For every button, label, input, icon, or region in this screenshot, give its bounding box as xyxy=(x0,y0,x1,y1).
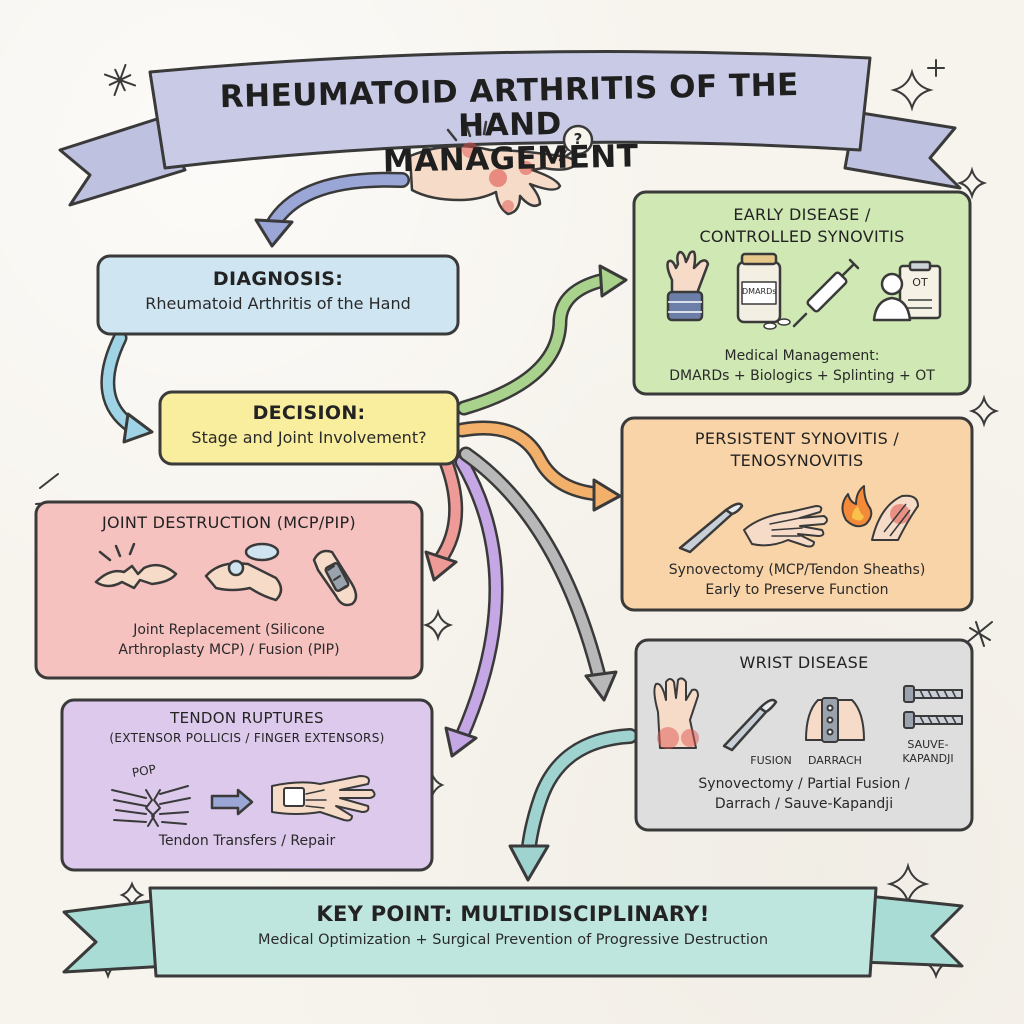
joint-destruction-text: JOINT DESTRUCTION (MCP/PIP) Joint Replac… xyxy=(36,502,422,678)
broken-bone-icon xyxy=(94,542,178,590)
sparkle-icon xyxy=(890,68,934,112)
diagnosis-text: DIAGNOSIS: Rheumatoid Arthritis of the H… xyxy=(98,256,458,334)
sparkle-icon xyxy=(103,63,137,97)
key-point-heading: KEY POINT: MULTIDISCIPLINARY! xyxy=(316,902,710,926)
wrist-disease-text: WRIST DISEASE Synovectomy / Partial Fusi… xyxy=(636,640,972,830)
decision-body: Stage and Joint Involvement? xyxy=(191,428,427,447)
wrist-inflammation-icon xyxy=(653,677,699,749)
joint-destruction-body-1: Joint Replacement (Silicone xyxy=(133,622,325,638)
tendon-ruptures-text: TENDON RUPTURES (EXTENSOR POLLICIS / FIN… xyxy=(62,700,432,870)
early-disease-box xyxy=(632,190,972,396)
hand-xray-icon xyxy=(743,505,828,548)
persistent-synovitis-body-1: Synovectomy (MCP/Tendon Sheaths) xyxy=(668,562,926,578)
sauve-label-line-1: SAUVE- xyxy=(907,738,949,751)
right-arrow-icon xyxy=(210,788,254,816)
tendon-ruptures-heading-2: (EXTENSOR POLLICIS / FINGER EXTENSORS) xyxy=(109,731,385,745)
tendon-repair-hand-icon xyxy=(271,775,376,822)
darrach-label: DARRACH xyxy=(808,754,862,767)
decision-text: DECISION: Stage and Joint Involvement? xyxy=(160,392,458,464)
fusion-label: FUSION xyxy=(750,754,792,767)
early-disease-heading-2: CONTROLLED SYNOVITIS xyxy=(699,227,905,246)
wrist-splint-icon xyxy=(666,250,710,322)
sparkle-icon xyxy=(927,59,945,77)
diagnosis-box xyxy=(96,254,460,336)
wrist-disease-heading: WRIST DISEASE xyxy=(739,653,869,672)
tendon-ruptures-box xyxy=(60,698,434,872)
silicone-implant-icon xyxy=(204,542,283,602)
decision-heading: DECISION: xyxy=(252,402,366,424)
syringe-icon xyxy=(792,258,860,328)
sparkle-icon xyxy=(422,608,454,642)
early-disease-text: EARLY DISEASE / CONTROLLED SYNOVITIS Med… xyxy=(634,192,970,394)
title-ribbon xyxy=(58,50,962,207)
inflamed-wrist-icon xyxy=(871,494,919,541)
early-disease-heading-1: EARLY DISEASE / xyxy=(733,205,871,224)
tendon-ruptures-body: Tendon Transfers / Repair xyxy=(158,833,336,849)
wrist-disease-box xyxy=(634,638,974,832)
joint-destruction-heading: JOINT DESTRUCTION (MCP/PIP) xyxy=(102,513,356,532)
sparkle-icon xyxy=(886,862,930,906)
flame-icon xyxy=(841,485,873,528)
persistent-synovitis-text: PERSISTENT SYNOVITIS / TENOSYNOVITIS Syn… xyxy=(622,418,972,610)
ot-clipboard-label: OT xyxy=(912,276,928,289)
diagnosis-body: Rheumatoid Arthritis of the Hand xyxy=(145,294,411,313)
screw-icon xyxy=(903,685,963,703)
screw-icon xyxy=(903,711,963,729)
arrow-to-early-disease xyxy=(456,272,612,416)
joint-destruction-body-2: Arthroplasty MCP) / Fusion (PIP) xyxy=(118,642,340,658)
dmards-bottle-icon xyxy=(736,252,791,330)
scalpel-icon xyxy=(678,502,744,554)
early-disease-body-1: Medical Management: xyxy=(724,348,880,364)
wrist-disease-body-2: Darrach / Sauve-Kapandji xyxy=(714,796,894,812)
question-mark-label: ? xyxy=(573,130,583,148)
tendon-ruptures-heading-1: TENDON RUPTURES xyxy=(170,709,324,727)
diagnosis-heading: DIAGNOSIS: xyxy=(212,268,344,290)
key-point-ribbon xyxy=(62,886,964,978)
dmards-bottle-label: DMARDs xyxy=(742,287,777,296)
persistent-synovitis-body-2: Early to Preserve Function xyxy=(705,582,889,598)
early-disease-body-2: DMARDs + Biologics + Splinting + OT xyxy=(669,368,935,384)
arthritic-hand-icon xyxy=(408,120,576,216)
decision-box xyxy=(158,390,460,466)
key-point-text: KEY POINT: MULTIDISCIPLINARY! Medical Op… xyxy=(150,888,876,976)
persistent-synovitis-heading-1: PERSISTENT SYNOVITIS / xyxy=(694,429,900,448)
torn-tendon-icon xyxy=(111,785,191,827)
question-bubble-icon xyxy=(558,124,594,162)
scalpel-icon xyxy=(722,698,778,752)
key-point-body: Medical Optimization + Surgical Preventi… xyxy=(257,932,769,948)
wrist-disease-body-1: Synovectomy / Partial Fusion / xyxy=(698,776,910,792)
sauve-kapandji-label: SAUVE- KAPANDJI xyxy=(888,738,968,766)
sparkle-icon xyxy=(956,166,988,200)
persistent-synovitis-heading-2: TENOSYNOVITIS xyxy=(730,451,864,470)
fused-finger-icon xyxy=(312,549,358,607)
occupational-therapist-icon xyxy=(872,260,942,322)
sauve-label-line-2: KAPANDJI xyxy=(902,752,954,765)
sparkle-icon xyxy=(968,394,1000,428)
diagram-title: RHEUMATOID ARTHRITIS OF THE HAND MANAGEM… xyxy=(169,67,851,183)
fusion-plate-icon xyxy=(805,697,865,743)
